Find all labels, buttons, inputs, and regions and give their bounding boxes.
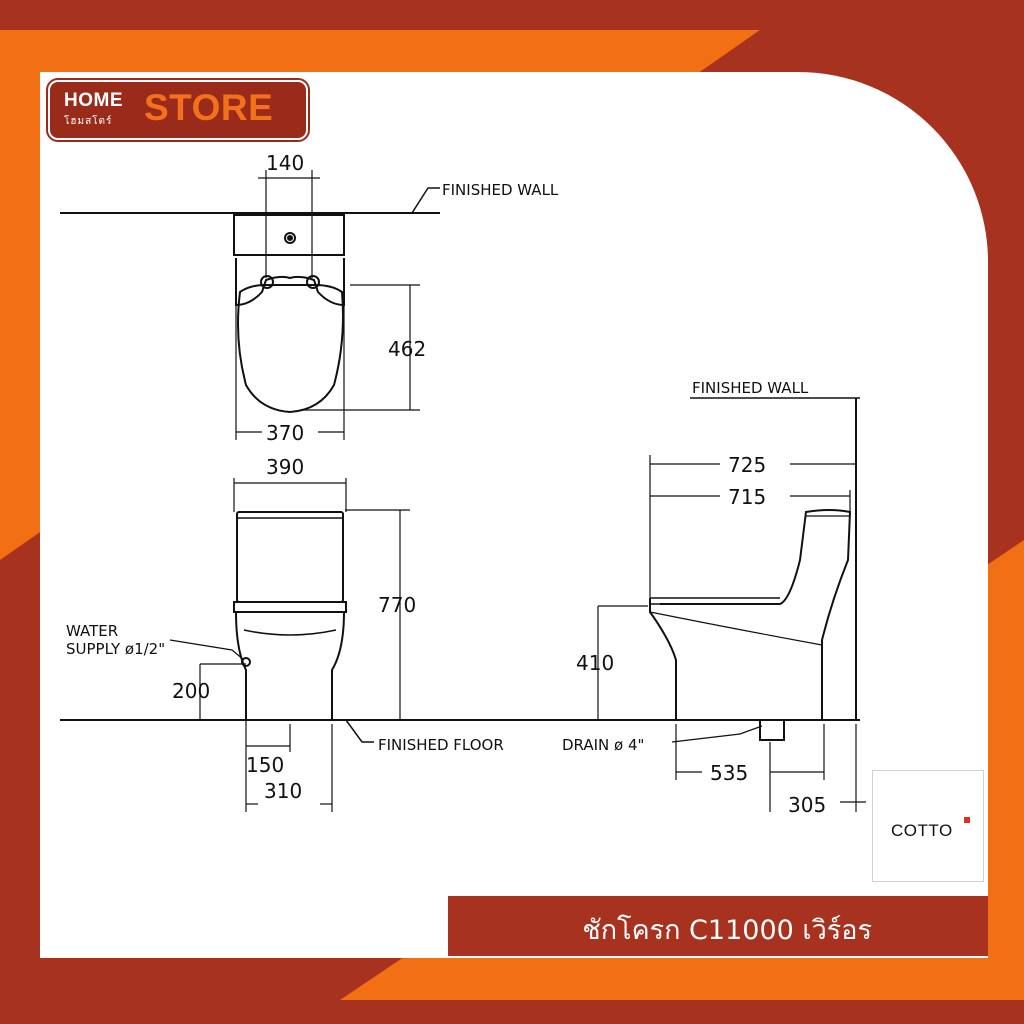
tank-top-outline (233, 214, 345, 256)
front-seat (233, 601, 347, 613)
dim-410: 410 (576, 651, 614, 675)
logo-home-text: HOME (64, 90, 123, 111)
dim-390: 390 (266, 455, 304, 479)
wall-leader (411, 187, 440, 214)
finished-floor-label: FINISHED FLOOR (378, 736, 504, 754)
cotto-text: COTTO (891, 821, 953, 840)
front-bowl (235, 611, 345, 721)
dim-370: 370 (266, 421, 304, 445)
drain-label: DRAIN ø 4" (562, 736, 644, 754)
logo-store-text: STORE (144, 87, 274, 128)
home-store-logo: HOME โฮมสโตร์ STORE (48, 80, 308, 140)
front-tank (236, 511, 344, 603)
dim-535: 535 (710, 761, 748, 785)
dim-725: 725 (728, 453, 766, 477)
water-inlet (241, 657, 251, 667)
logo-sub-text: โฮมสโตร์ (64, 116, 113, 127)
dim-150: 150 (246, 753, 284, 777)
water-supply-label-1: WATER (66, 622, 118, 640)
finished-wall-top-label: FINISHED WALL (442, 181, 559, 199)
dim-715: 715 (728, 485, 766, 509)
cotto-square-icon (964, 817, 970, 823)
dim-140: 140 (266, 151, 304, 175)
dim-310: 310 (264, 779, 302, 803)
drain-pipe (759, 719, 785, 741)
water-supply-label-2: SUPPLY ø1/2" (66, 640, 165, 658)
tank-button (284, 232, 296, 244)
bowl-rim (235, 258, 345, 307)
finished-wall-side-label: FINISHED WALL (692, 379, 809, 397)
drawing-panel (40, 72, 988, 958)
dim-200: 200 (172, 679, 210, 703)
dim-305: 305 (788, 793, 826, 817)
product-title-bar: ชักโครก C11000 เวิร์อร (448, 896, 988, 956)
side-body (649, 509, 852, 721)
product-title: ชักโครก C11000 เวิร์อร (582, 915, 872, 946)
dim-770: 770 (378, 593, 416, 617)
dim-462: 462 (388, 337, 426, 361)
seat-outline (237, 284, 344, 414)
cotto-logo: COTTO (872, 770, 984, 882)
